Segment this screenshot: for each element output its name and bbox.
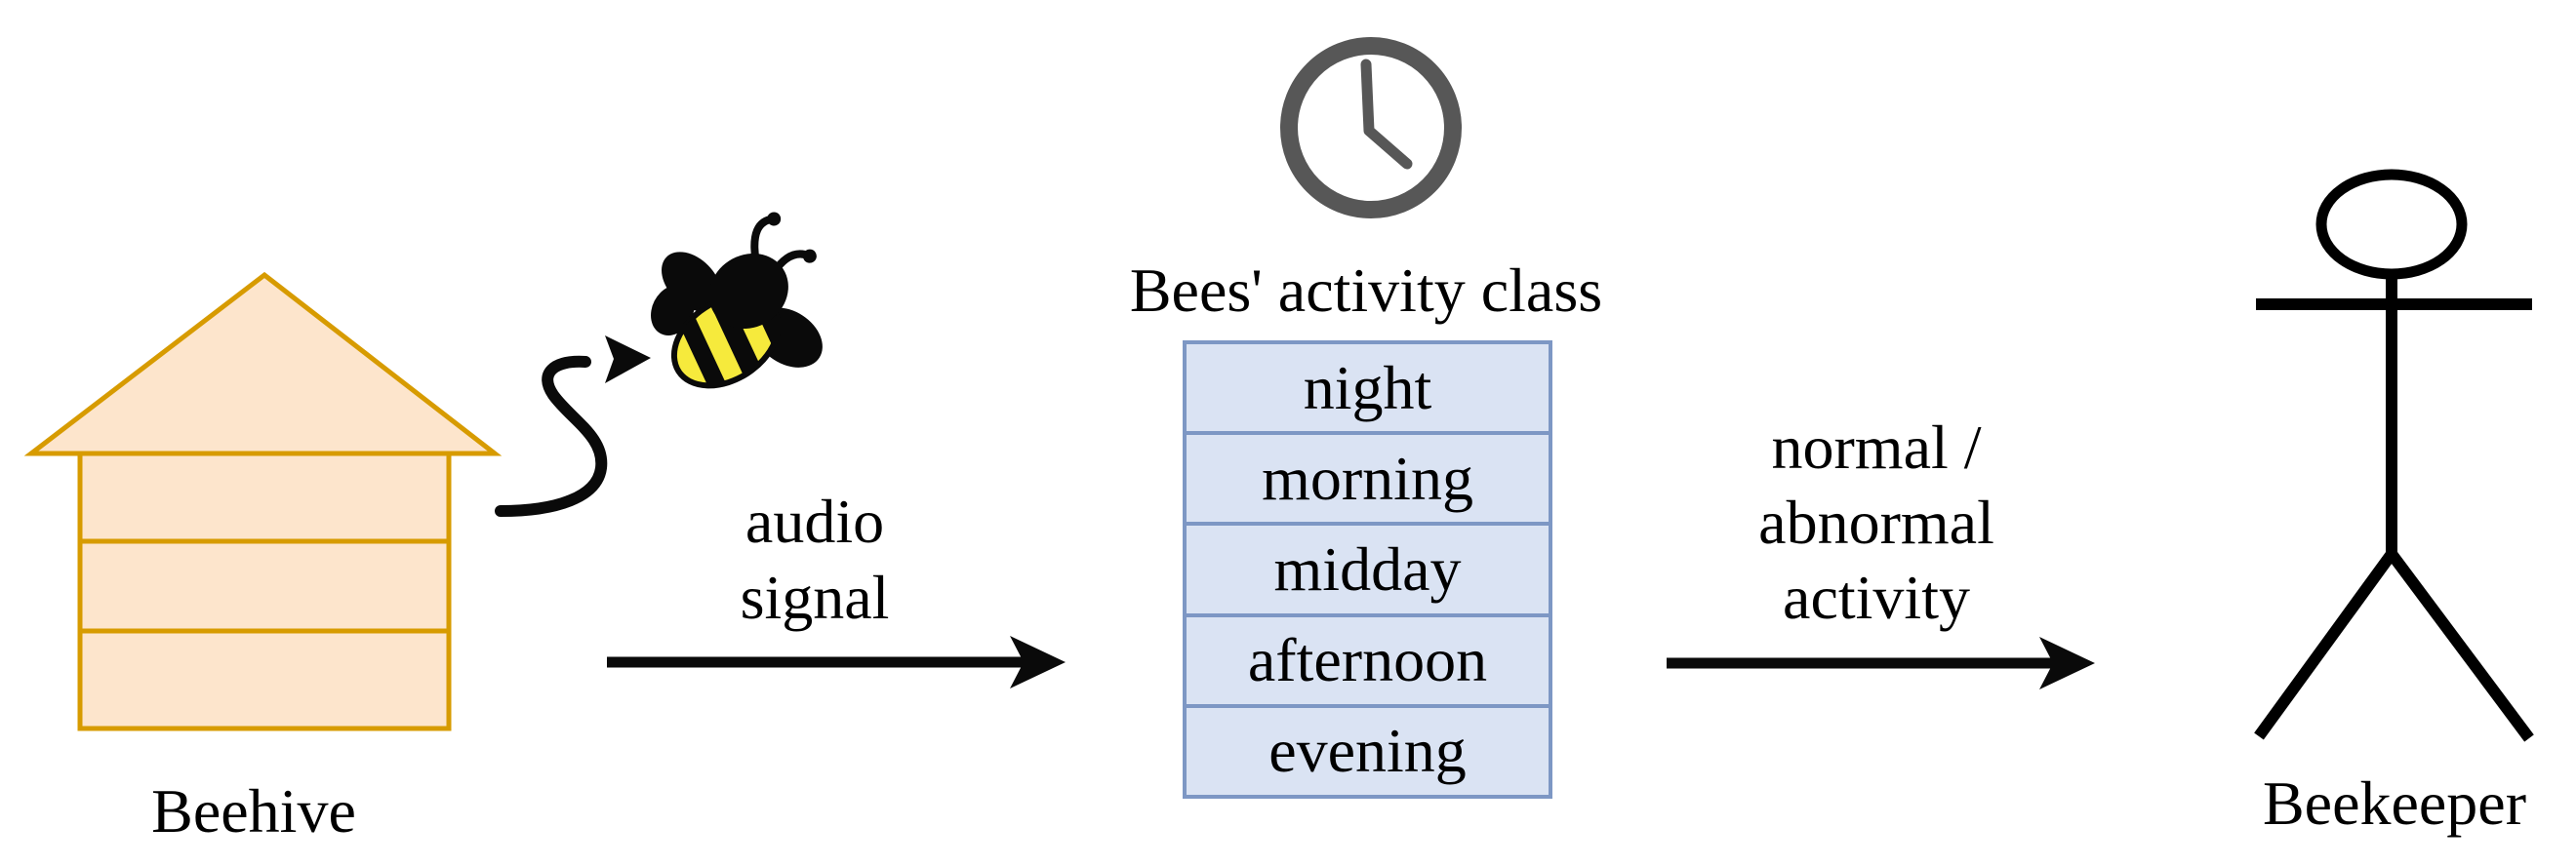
result-arrow-head: [2039, 637, 2095, 689]
hive-box-top: [77, 451, 452, 544]
audio-arrow-head: [1010, 636, 1066, 689]
normal-abnormal-label-line1: normal /: [1771, 413, 1982, 482]
audio-signal-label-line2: signal: [740, 563, 890, 632]
clock-icon: [1280, 37, 1462, 218]
stick-figure-right-leg: [2387, 550, 2534, 742]
stick-figure-left-leg: [2254, 550, 2396, 740]
bee-antenna-right-tip: [802, 249, 817, 263]
hive-box-bottom: [77, 628, 452, 731]
bee-upper-wing-lobe: [651, 285, 695, 335]
table-row-morning: morning: [1187, 431, 1549, 523]
bee-antenna-left-tip: [767, 212, 782, 226]
hive-box-middle: [77, 538, 452, 634]
activity-class-table: night morning midday afternoon evening: [1183, 340, 1552, 799]
table-row-midday: midday: [1187, 522, 1549, 613]
stick-figure-icon: [2254, 169, 2534, 742]
bee-icon: [651, 212, 823, 402]
table-row-night: night: [1187, 344, 1549, 432]
clock-hands: [1360, 59, 1413, 170]
activity-result-arrow: [1667, 637, 2095, 689]
normal-abnormal-label: normal / abnormal activity: [1681, 410, 2072, 635]
bee-stripe-1: [675, 309, 732, 402]
beehive-icon: [23, 271, 503, 731]
clock-face: [1280, 37, 1462, 218]
beehive-label: Beehive: [151, 776, 356, 846]
normal-abnormal-label-line2: abnormal: [1758, 488, 1994, 557]
table-row-afternoon: afternoon: [1187, 612, 1549, 704]
hive-roof: [23, 271, 503, 456]
normal-abnormal-label-line3: activity: [1783, 563, 1970, 632]
beekeeper-label: Beekeeper: [2262, 768, 2527, 838]
audio-signal-arrow: [607, 636, 1066, 689]
stick-figure-head: [2315, 169, 2468, 280]
activity-class-title: Bees' activity class: [1129, 256, 1603, 325]
bee-head: [708, 253, 788, 330]
table-row-evening: evening: [1187, 703, 1549, 796]
audio-signal-label-line1: audio: [745, 487, 885, 556]
curvy-arrow-head: [605, 335, 651, 383]
hive-to-bee-arrow: [495, 335, 651, 517]
audio-signal-label: audio signal: [620, 484, 1010, 636]
curvy-arrow-shaft: [495, 355, 608, 517]
